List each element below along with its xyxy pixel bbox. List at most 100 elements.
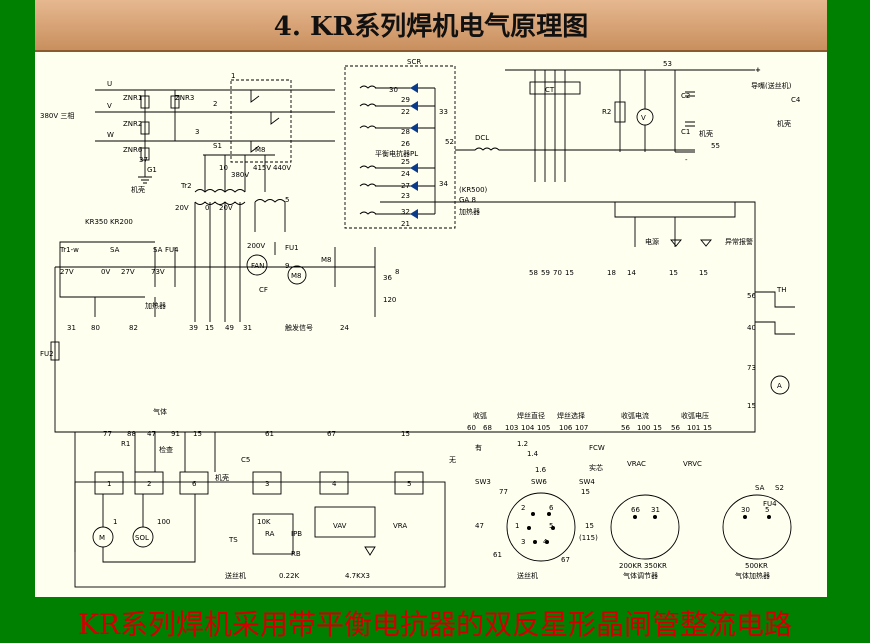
- label-k47x3: 4.7KX3: [345, 572, 370, 580]
- label-h-model: 500KR: [745, 562, 768, 570]
- label-c1: C1: [681, 128, 690, 136]
- label-p77: 77: [499, 488, 508, 496]
- label-d106: 106: [559, 424, 573, 432]
- label-gas: 气体: [153, 407, 167, 416]
- label-scr-21: 21: [401, 220, 410, 228]
- label-m8c: M8: [321, 256, 332, 264]
- label-touch: 触发信号: [285, 323, 313, 332]
- label-check: 检查: [159, 445, 173, 454]
- label-b47: 47: [147, 430, 156, 438]
- label-v73: 73V: [151, 268, 165, 276]
- label-d16: 1.6: [535, 466, 547, 474]
- label-n9: 9: [285, 262, 289, 270]
- label-kr500: (KR500): [459, 186, 488, 194]
- label-h30: 30: [741, 506, 750, 514]
- label-b31: 31: [67, 324, 76, 332]
- label-b82: 82: [129, 324, 138, 332]
- label-r2: R2: [602, 108, 611, 116]
- label-znr3: ZNR3: [175, 94, 194, 102]
- label-dcl: DCL: [475, 134, 489, 142]
- label-h-fu4: FU4: [763, 500, 777, 508]
- label-scr-26: 26: [401, 140, 410, 148]
- label-b77: 77: [103, 430, 112, 438]
- label-t58: 58: [529, 269, 538, 277]
- label-v0: 0V: [101, 268, 110, 276]
- label-t18: 18: [607, 269, 616, 277]
- label-sw6: SW6: [531, 478, 547, 486]
- feeder-outline: [74, 481, 446, 588]
- label-power: 电源: [645, 237, 659, 246]
- label-v415: 415V: [253, 164, 271, 172]
- label-v20a: 20V: [175, 204, 189, 212]
- label-k022: 0.22K: [279, 572, 300, 580]
- motor-m8: [287, 265, 307, 285]
- label-cv15: 15: [703, 424, 712, 432]
- control-box: [54, 201, 756, 433]
- label-r36: 36: [383, 274, 392, 282]
- label-h-s2: S2: [775, 484, 784, 492]
- label-b67: 67: [327, 430, 336, 438]
- label-sw4: SW4: [579, 478, 595, 486]
- label-fcw: FCW: [589, 444, 605, 452]
- label-znr2: ZNR2: [123, 120, 142, 128]
- label-t15c: 15: [699, 269, 708, 277]
- label-n5: 5: [285, 196, 289, 204]
- label-cf: CF: [259, 286, 268, 294]
- wire-phase-u: [95, 89, 335, 142]
- label-crater-v: 收弧电压: [681, 411, 709, 420]
- label-wiresel: 焊丝选择: [557, 411, 585, 420]
- label-d12: 1.2: [517, 440, 528, 448]
- page-title: 4. KR系列焊机电气原理图: [273, 12, 589, 42]
- led-abnormal: [700, 239, 712, 247]
- znr3: [170, 95, 180, 109]
- box-2: [134, 471, 164, 495]
- label-feeder1: 送丝机: [225, 571, 246, 580]
- label-feeder2: 送丝机: [517, 571, 538, 580]
- label-ci100: 100: [637, 424, 650, 432]
- label-fu1: FU1: [285, 244, 299, 252]
- label-p6: 6: [549, 504, 554, 512]
- scr-diode-4: [410, 163, 418, 173]
- label-th: TH: [776, 286, 787, 294]
- label-n55: 55: [711, 142, 720, 150]
- label-vav: VAV: [333, 522, 347, 530]
- tr2-primary: [203, 154, 275, 192]
- label-b61: 61: [265, 430, 274, 438]
- box-6: [179, 471, 209, 495]
- label-g66: 66: [631, 506, 640, 514]
- label-heater1: 加热器: [459, 207, 480, 216]
- label-ipb: IPB: [291, 530, 302, 538]
- label-v27a: 27V: [60, 268, 74, 276]
- label-supply: 380V 三相: [40, 111, 74, 120]
- label-v27b: 27V: [121, 268, 135, 276]
- label-box2: 2: [147, 480, 151, 488]
- label-vra: VRA: [393, 522, 407, 530]
- m8-switch: [230, 79, 292, 163]
- label-m8: M8: [255, 146, 266, 154]
- label-box6: 6: [192, 480, 197, 488]
- ammeter: [770, 375, 790, 395]
- label-znr1: ZNR1: [123, 94, 142, 102]
- label-k10: 10K: [257, 518, 271, 526]
- label-n53: 53: [663, 60, 672, 68]
- scr-diode-6: [410, 209, 418, 219]
- label-m: M: [99, 534, 105, 542]
- label-scr-32: 32: [401, 208, 410, 216]
- label-d107: 107: [575, 424, 588, 432]
- label-solid: 实芯: [589, 463, 603, 472]
- znr2: [140, 121, 150, 135]
- label-sol: SOL: [135, 534, 149, 542]
- led-power: [670, 239, 682, 247]
- label-t14: 14: [627, 269, 636, 277]
- label-box5: 5: [407, 480, 411, 488]
- label-crater: 收弧: [473, 411, 487, 420]
- label-t70: 70: [553, 269, 562, 277]
- label-s40: 40: [747, 324, 756, 332]
- label-p47: 47: [475, 522, 484, 530]
- header-banner: 4. KR系列焊机电气原理图: [35, 0, 827, 52]
- label-p3: 3: [521, 538, 525, 546]
- label-scr-23: 23: [401, 192, 410, 200]
- label-b88: 88: [127, 430, 136, 438]
- label-vrac: VRAC: [627, 460, 646, 468]
- label-ra: RA: [265, 530, 275, 538]
